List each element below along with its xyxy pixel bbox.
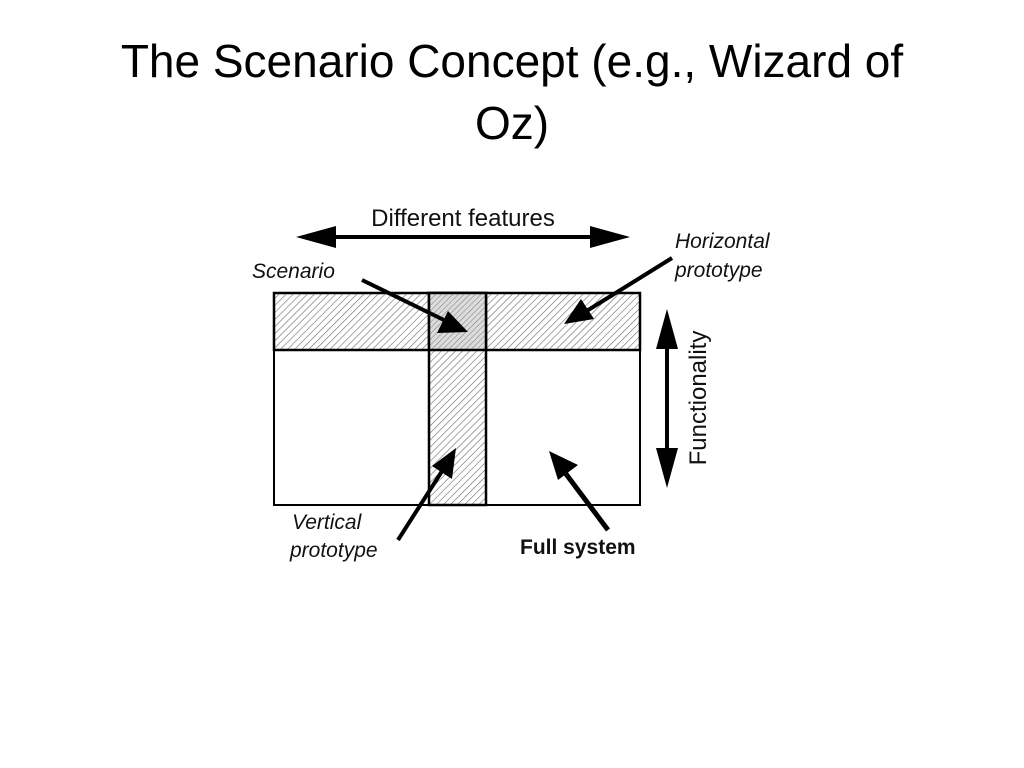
scenario-arrow [361, 278, 468, 333]
vertical-prototype-arrow [396, 448, 456, 542]
vertical-prototype-label-line-1: Vertical [292, 511, 363, 534]
slide-title: The Scenario Concept (e.g., Wizard of Oz… [40, 30, 984, 154]
full-system-label: Full system [520, 536, 636, 559]
different-features-label: Different features [371, 205, 555, 232]
slide-title-line-1: The Scenario Concept (e.g., Wizard of [120, 35, 904, 87]
horizontal-prototype-arrow [564, 256, 674, 324]
slide-title-line-2: Oz) [474, 97, 550, 149]
horizontal-prototype-label-line-1: Horizontal [675, 230, 771, 253]
functionality-arrow [656, 309, 678, 488]
scenario-label: Scenario [252, 260, 335, 283]
vertical-prototype-label-line-2: prototype [289, 539, 378, 562]
different-features-arrow [296, 226, 630, 248]
full-system-arrow [549, 451, 610, 532]
functionality-label: Functionality [685, 331, 712, 466]
horizontal-prototype-label-line-2: prototype [674, 259, 763, 282]
